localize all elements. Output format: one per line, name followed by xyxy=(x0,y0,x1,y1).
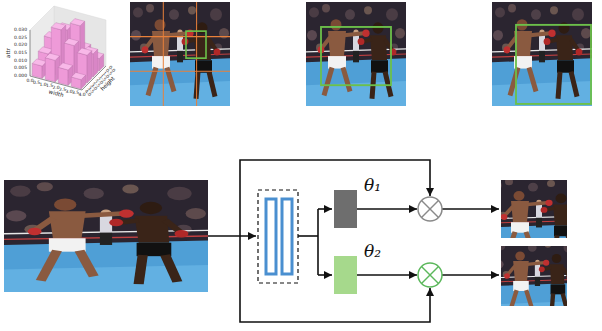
grid-image-part xyxy=(163,2,164,106)
network-layer xyxy=(266,199,276,274)
grid-image-part xyxy=(196,2,197,106)
bar-top xyxy=(64,38,78,45)
grid-image xyxy=(130,2,230,106)
axis-tick: 1.5 xyxy=(46,84,53,89)
bar-chart-3d xyxy=(30,6,106,90)
multiply-symbol-part xyxy=(418,263,442,287)
multiply-symbol xyxy=(418,263,442,287)
bar-top xyxy=(77,48,91,55)
grid-image-part xyxy=(186,31,206,58)
grid-image-part xyxy=(130,2,230,106)
multiply-symbol xyxy=(418,197,442,221)
box-image-part xyxy=(516,25,591,104)
bar xyxy=(58,63,72,86)
axis-tick: 0.025 xyxy=(14,35,27,40)
flow-lines-part xyxy=(318,274,332,276)
grid-image-part xyxy=(130,36,230,37)
bar-top xyxy=(58,63,72,70)
parameter-box: θ₂ xyxy=(334,256,357,294)
output-crop-part xyxy=(494,238,581,321)
flow-lines-part xyxy=(442,208,499,210)
flow-lines-part xyxy=(208,235,256,237)
axis-tick: 0.000 xyxy=(14,74,27,79)
z-axis xyxy=(30,30,31,76)
axis-tick: 1.0 xyxy=(39,83,46,88)
bar-face xyxy=(45,58,55,82)
bar-face xyxy=(93,49,98,77)
flow-lines-part xyxy=(317,209,319,275)
bar xyxy=(32,59,46,78)
axis-title: attr xyxy=(6,48,12,58)
bar-top xyxy=(51,23,65,30)
axis-tick: 0.0 xyxy=(26,79,33,84)
bar-top xyxy=(45,53,59,60)
flow-lines-part xyxy=(357,274,417,276)
grid-image-part xyxy=(130,71,230,72)
axis-tick: 0.015 xyxy=(14,51,27,56)
box-image xyxy=(306,2,406,106)
bar-top xyxy=(71,72,85,79)
multiply-symbol-part xyxy=(418,197,442,221)
axis-tick: 0.5 xyxy=(33,81,40,86)
bar xyxy=(45,53,59,82)
bar-top xyxy=(38,47,52,54)
parameter-label: θ₂ xyxy=(364,243,381,260)
box-image-part xyxy=(306,2,406,106)
output-crop xyxy=(494,238,581,321)
bar xyxy=(71,72,85,88)
bar-top xyxy=(32,59,46,66)
parameter-box: θ₁ xyxy=(334,190,357,228)
flow-lines-part xyxy=(298,235,318,237)
bar-face xyxy=(87,51,92,83)
multiply-symbol-part xyxy=(422,201,439,218)
multiply-symbol-part xyxy=(422,267,439,284)
input-image xyxy=(4,180,208,292)
bar-top xyxy=(70,19,84,26)
axis-tick: 3.0 xyxy=(65,90,72,95)
flow-lines xyxy=(208,160,499,322)
flow-lines-part xyxy=(442,274,499,276)
axis-tick: 0.030 xyxy=(14,28,27,33)
flow-lines-part xyxy=(357,208,417,210)
multiply-symbol-part xyxy=(422,267,439,284)
box-image-part xyxy=(321,27,391,85)
network-frame xyxy=(258,190,298,283)
network-layer xyxy=(282,199,292,274)
multiply-symbol-part xyxy=(422,201,439,218)
axis-tick: 3.5 xyxy=(72,91,79,96)
axis-tick: 0.020 xyxy=(14,43,27,48)
box-image-part xyxy=(492,2,592,106)
input-image-part xyxy=(4,180,208,292)
box-image xyxy=(492,2,592,106)
flow-lines-part xyxy=(318,208,332,210)
axis-tick: 0.010 xyxy=(14,58,27,63)
bar-face xyxy=(58,67,68,85)
axis-tick: 0.005 xyxy=(14,66,27,71)
parameter-label: θ₁ xyxy=(364,177,381,194)
axis-title: width xyxy=(48,89,64,98)
